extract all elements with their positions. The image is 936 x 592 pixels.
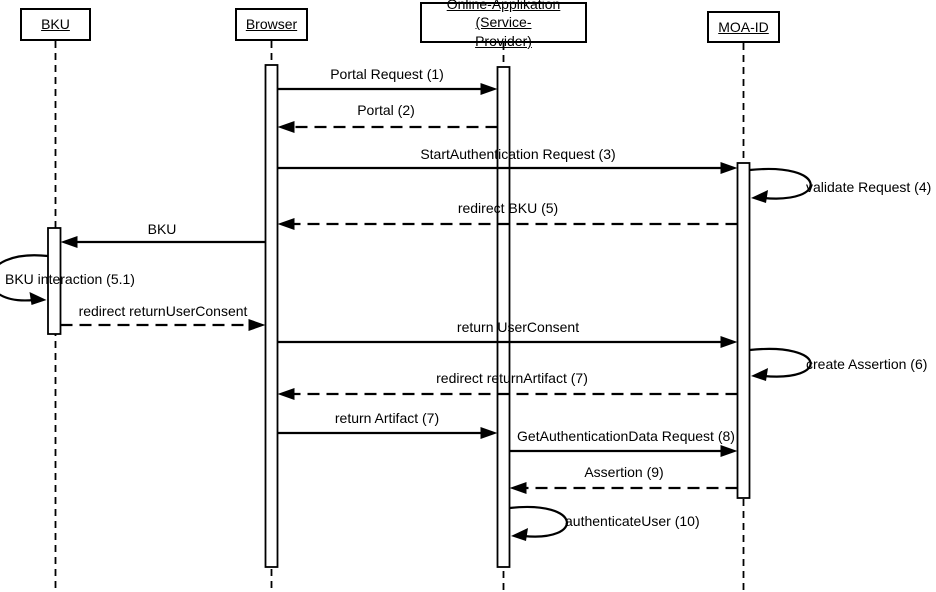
self-message-line-1 (749, 167, 812, 200)
message-arrowhead-2 (277, 121, 295, 133)
self-message-line-2 (0, 254, 49, 302)
activation-bar-bku (47, 227, 62, 335)
message-arrowhead-1 (480, 83, 498, 95)
self-message-line-3 (749, 347, 812, 378)
message-label-7: return UserConsent (456, 319, 580, 335)
self-message-label-1: validate Request (4) (806, 179, 932, 195)
activation-bar-online-applikation (496, 66, 511, 568)
actor-browser: Browser (235, 8, 308, 41)
message-arrowhead-7 (720, 336, 738, 348)
actor-bku: BKU (20, 8, 91, 41)
self-message-arrowhead-1 (751, 190, 768, 203)
message-label-5: BKU (147, 221, 177, 237)
self-message-label-2: BKU interaction (5.1) (5, 271, 135, 287)
message-arrowhead-6 (248, 319, 266, 331)
message-label-10: GetAuthenticationData Request (8) (517, 428, 735, 444)
activation-bar-moa-id (736, 162, 751, 499)
message-label-11: Assertion (9) (584, 464, 664, 480)
actor-label-moa-id: MOA-ID (718, 18, 769, 35)
actor-moa-id: MOA-ID (707, 11, 780, 43)
message-arrowhead-11 (509, 482, 527, 494)
self-message-label-4: authenticateUser (10) (565, 513, 700, 529)
message-arrowhead-5 (60, 236, 78, 248)
self-message-line-4 (509, 505, 568, 538)
actor-label-browser: Browser (245, 16, 298, 33)
message-arrowhead-3 (720, 162, 738, 174)
activation-bar-browser (264, 64, 279, 568)
message-arrowhead-10 (720, 445, 738, 457)
self-message-arrowhead-4 (511, 528, 528, 541)
message-arrowhead-8 (277, 388, 295, 400)
actor-online-applikation: Online-Applikation (Service- Provider) (420, 0, 587, 49)
message-label-2: Portal (2) (357, 102, 415, 118)
actor-label-bku: BKU (41, 16, 70, 33)
self-message-arrowhead-3 (751, 368, 768, 381)
self-message-label-3: create Assertion (6) (806, 356, 928, 372)
message-label-4: redirect BKU (5) (457, 200, 559, 216)
message-label-1: Portal Request (1) (330, 66, 444, 82)
message-arrowhead-9 (480, 427, 498, 439)
message-label-8: redirect returnArtifact (7) (436, 370, 588, 386)
actor-label-online-applikation: Online-Applikation (Service- Provider) (446, 0, 561, 49)
message-label-6: redirect returnUserConsent (78, 303, 248, 319)
message-label-9: return Artifact (7) (334, 410, 440, 426)
message-arrowhead-4 (277, 218, 295, 230)
message-label-3: StartAuthentication Request (3) (420, 146, 616, 162)
self-message-arrowhead-2 (29, 292, 47, 305)
